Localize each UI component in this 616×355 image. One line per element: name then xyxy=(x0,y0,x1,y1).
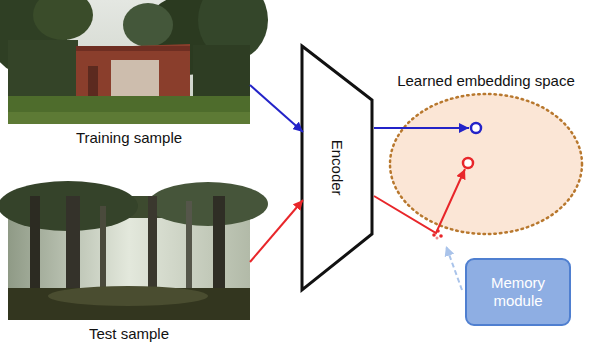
flow-arrow xyxy=(250,85,303,132)
image-sample: Training sample xyxy=(8,0,250,148)
embedding-ellipse xyxy=(390,94,582,234)
flow-arrow xyxy=(250,200,303,262)
test-embedding-point xyxy=(463,158,473,168)
image-caption: Training sample xyxy=(76,129,182,146)
embedding-space: Learned embedding space xyxy=(383,68,589,238)
encoder-trapezoid xyxy=(302,46,372,290)
memory-query-arrow xyxy=(446,246,462,290)
flow-arrow xyxy=(374,127,469,129)
region-label: Learned embedding space xyxy=(397,72,575,89)
image-caption: Test sample xyxy=(89,325,169,342)
train-embedding-point xyxy=(471,123,481,133)
image-sample: Test sample xyxy=(8,196,250,350)
encoder-label: Encoder xyxy=(328,140,345,196)
embedding-outline xyxy=(383,68,589,238)
encoder-block: Encoder xyxy=(300,44,374,292)
training-photo xyxy=(0,0,268,124)
test-photo xyxy=(0,181,268,320)
memory-module: Memory module xyxy=(465,258,571,326)
module-label: Memory module xyxy=(476,274,560,310)
